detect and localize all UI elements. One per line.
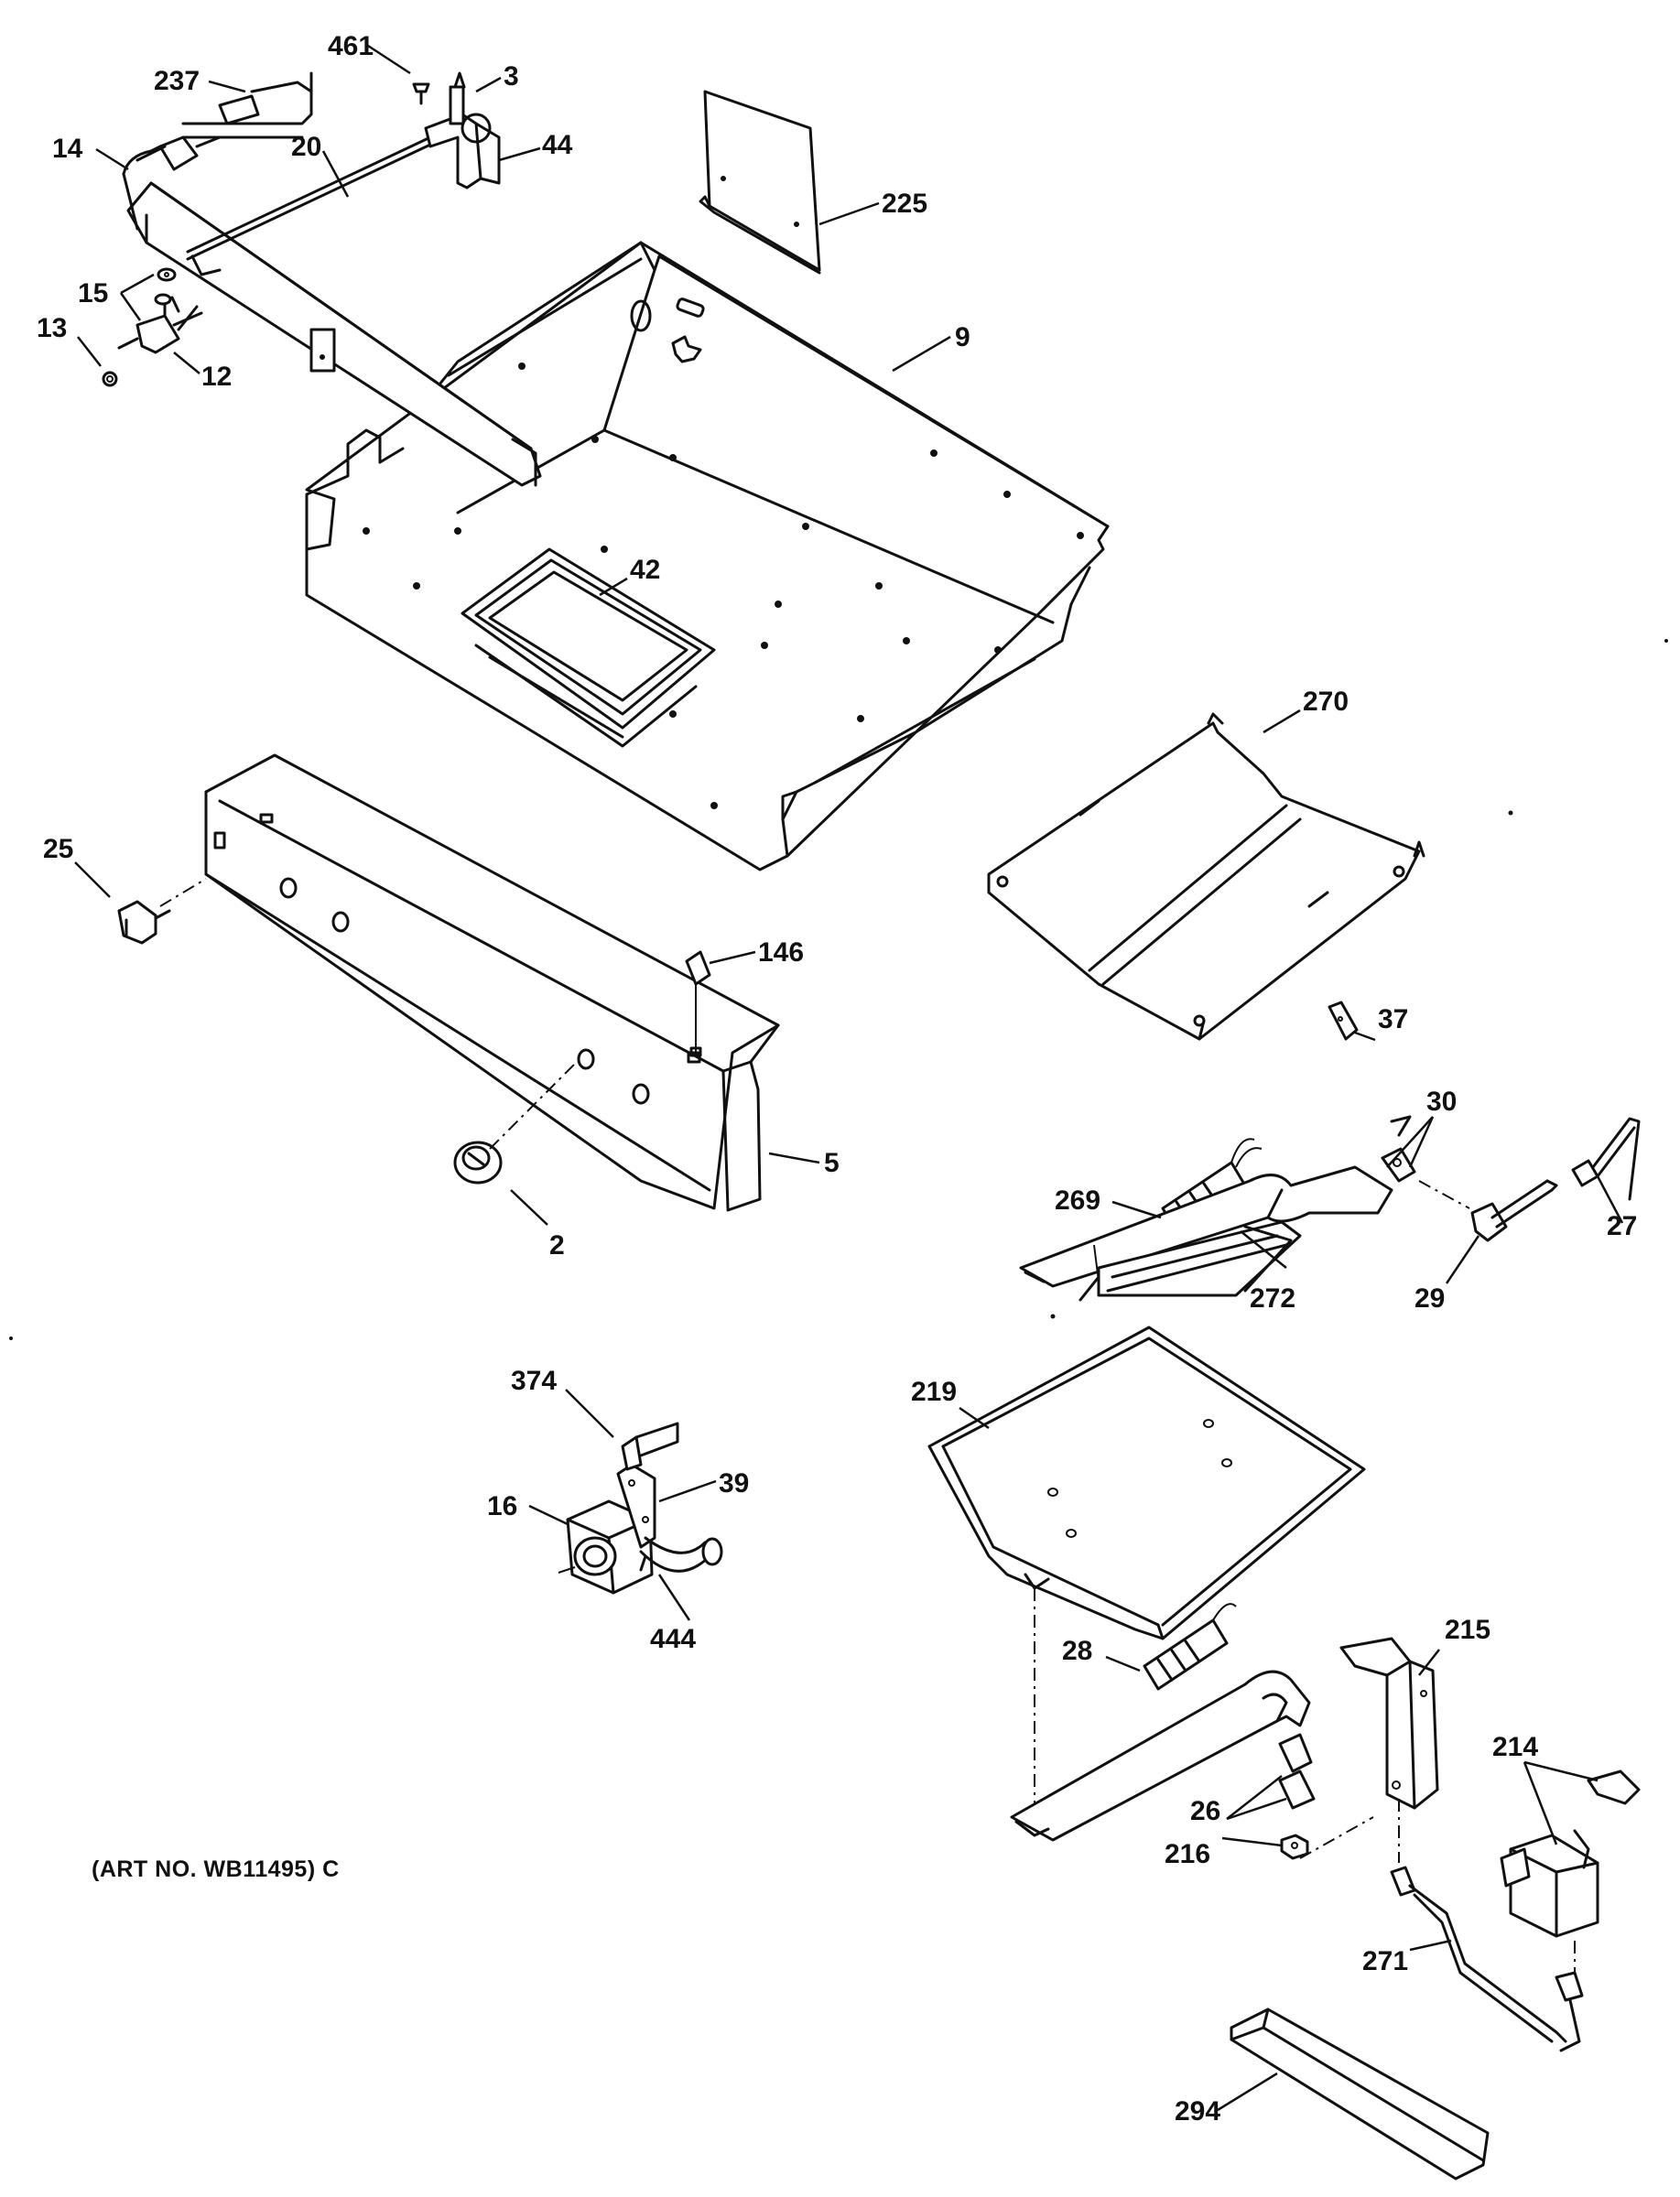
- part-374-elbow: [621, 1422, 679, 1471]
- callout-37: 37: [1378, 1004, 1408, 1034]
- callout-26: 26: [1190, 1796, 1220, 1826]
- callout-214: 214: [1492, 1732, 1538, 1762]
- callout-labels: 461 237 3 14 20 44 225 15 13 12 9 42 270…: [37, 31, 1637, 2127]
- part-2-knob: [453, 1061, 578, 1185]
- scan-specks: [9, 639, 1668, 1340]
- dash-25: [159, 878, 207, 907]
- part-42-inner-frame: [461, 547, 716, 748]
- callout-215: 215: [1445, 1615, 1490, 1645]
- part-12-valve: [117, 293, 203, 354]
- callout-271: 271: [1362, 1946, 1408, 1976]
- callout-12: 12: [201, 362, 232, 392]
- part-28-igniter: [1143, 1603, 1237, 1691]
- part-272-burner: [1019, 1165, 1393, 1302]
- part-25-clip: [117, 900, 171, 945]
- part-15-orifice: [157, 267, 177, 282]
- part-26-lower-burner: [1010, 1670, 1313, 1842]
- callout-294: 294: [1175, 2096, 1220, 2127]
- art-number: (ART NO. WB11495) C: [92, 1856, 340, 1882]
- callout-3: 3: [504, 61, 519, 92]
- callout-39: 39: [719, 1468, 749, 1499]
- callout-27: 27: [1607, 1211, 1637, 1241]
- part-13-nut: [102, 371, 118, 387]
- callout-219: 219: [911, 1377, 957, 1407]
- callout-28: 28: [1062, 1636, 1092, 1666]
- callout-13: 13: [37, 313, 67, 343]
- leader-lines: [74, 44, 1624, 2112]
- part-9-burner-box: [305, 241, 1110, 871]
- part-216-nut: [1280, 1834, 1309, 1860]
- callout-270: 270: [1303, 687, 1349, 717]
- part-29-valve: [1470, 1179, 1558, 1242]
- callout-14: 14: [52, 134, 83, 164]
- part-37-bracket: [1328, 1001, 1359, 1041]
- part-146-clip: [685, 950, 711, 1064]
- callout-16: 16: [487, 1491, 517, 1521]
- callout-9: 9: [955, 322, 970, 352]
- callout-15: 15: [78, 278, 108, 308]
- callout-44: 44: [542, 130, 573, 160]
- callout-30: 30: [1426, 1087, 1457, 1117]
- part-16-regulator: [558, 1499, 654, 1595]
- callout-20: 20: [291, 132, 321, 162]
- callout-444: 444: [650, 1624, 696, 1654]
- part-294-angle: [1230, 2008, 1490, 2181]
- part-26-orifice: [1278, 1770, 1316, 1810]
- part-215-bracket: [1339, 1637, 1439, 1810]
- part-14-burner-manifold: [122, 71, 542, 487]
- callout-2: 2: [549, 1230, 565, 1261]
- callout-5: 5: [824, 1148, 840, 1178]
- part-20-gas-line: [186, 135, 432, 261]
- callout-25: 25: [43, 834, 73, 864]
- dash-29: [1418, 1180, 1470, 1209]
- part-5-manifold-panel: [204, 753, 780, 1212]
- part-271-tube: [1390, 1866, 1584, 2052]
- callout-237: 237: [154, 66, 200, 96]
- part-270-panel: [987, 712, 1425, 1041]
- part-214-valve: [1500, 1770, 1641, 1938]
- callout-146: 146: [758, 937, 804, 968]
- part-27-tube: [1571, 1117, 1641, 1201]
- part-461-screw: [412, 82, 430, 105]
- callout-374: 374: [511, 1366, 557, 1396]
- callout-29: 29: [1414, 1283, 1445, 1314]
- part-225-shield: [699, 90, 821, 275]
- part-219-plate: [927, 1326, 1366, 1640]
- part-44-bracket: [424, 71, 501, 189]
- dash-215: [1299, 1816, 1374, 1859]
- callout-42: 42: [630, 555, 660, 585]
- callout-269: 269: [1055, 1185, 1100, 1216]
- callout-225: 225: [882, 189, 927, 219]
- callout-216: 216: [1165, 1839, 1210, 1869]
- part-30-orifice-hood: [1381, 1115, 1416, 1183]
- part-444-pipe: [639, 1536, 723, 1573]
- callout-272: 272: [1250, 1283, 1295, 1314]
- callout-461: 461: [328, 31, 374, 61]
